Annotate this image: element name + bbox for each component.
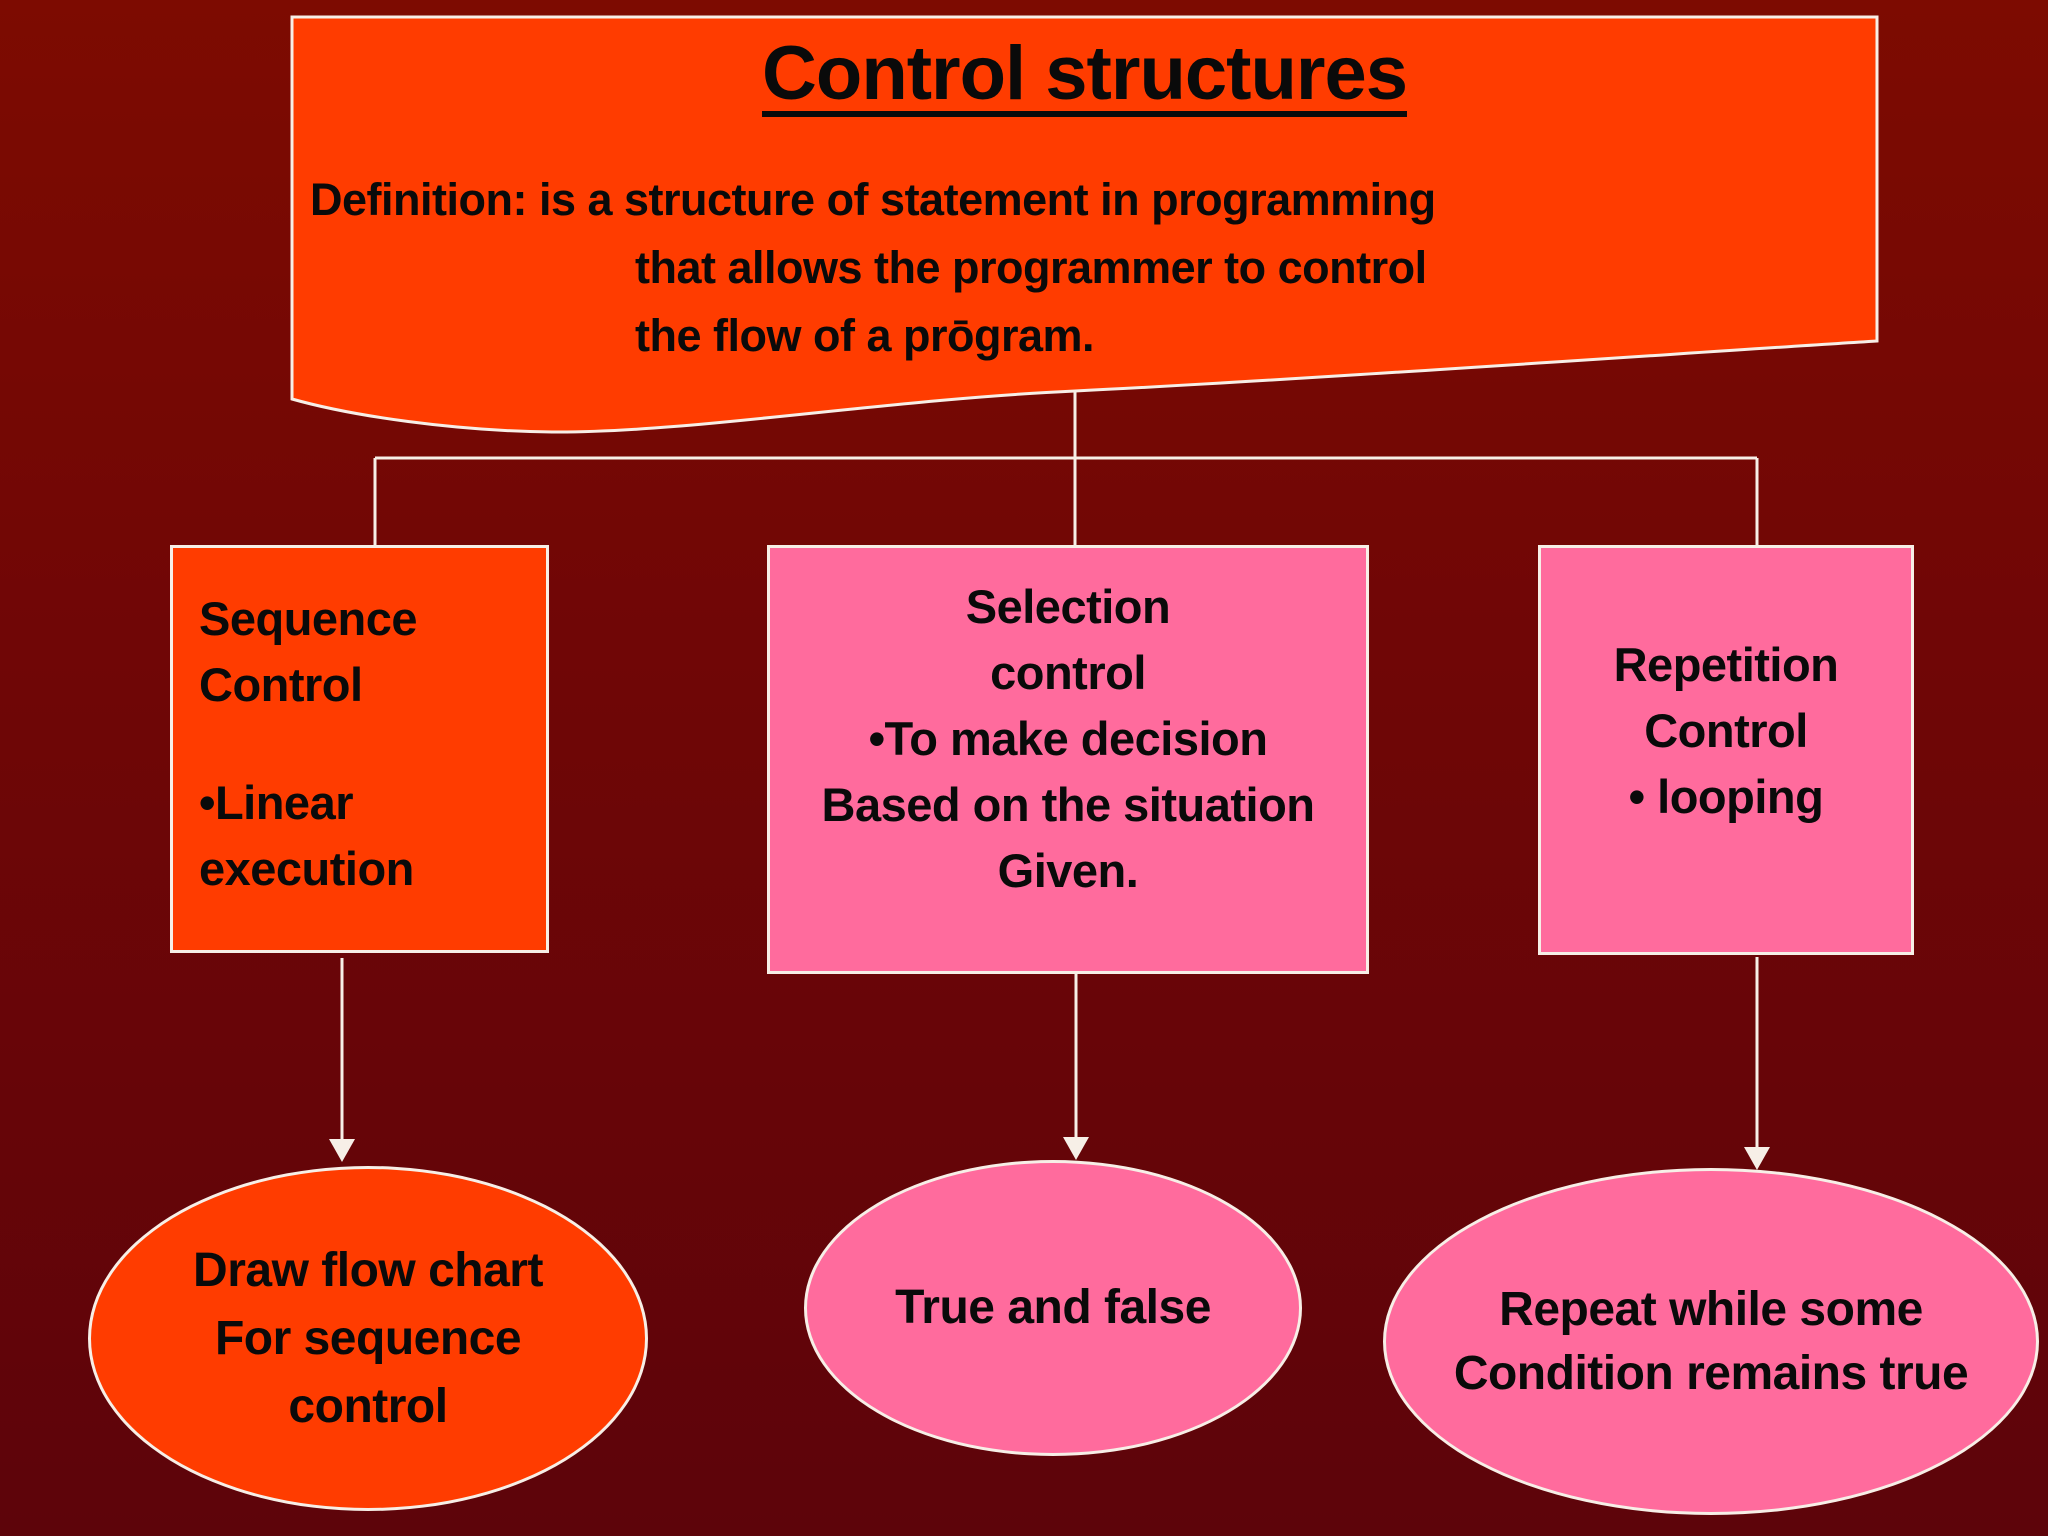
sequence-result-ellipse: Draw flow chart For sequence control: [88, 1166, 648, 1511]
repetition-bullet: • looping: [1628, 770, 1824, 823]
sequence-control-box: Sequence Control •Linear execution: [170, 545, 549, 953]
selection-result-ellipse: True and false: [804, 1160, 1302, 1456]
connector-tree: [340, 390, 1759, 1151]
page-title: Control structures: [762, 31, 1408, 116]
arrowheads: [329, 1137, 1770, 1170]
repetition-heading: Repetition Control: [1613, 638, 1839, 757]
title-wave-box: [290, 15, 1879, 434]
sequence-bullet: •Linear execution: [199, 776, 414, 895]
selection-heading: Selection control: [965, 580, 1171, 699]
selection-result-text: True and false: [895, 1281, 1211, 1334]
selection-control-box: Selection control •To make decision Base…: [767, 545, 1369, 974]
arrowhead-sequence-icon: [329, 1139, 355, 1162]
sequence-heading: Sequence Control: [199, 592, 418, 711]
repetition-control-box: Repetition Control • looping: [1538, 545, 1914, 955]
definition-text: Definition: is a structure of statement …: [310, 174, 1436, 361]
arrowhead-repetition-icon: [1744, 1147, 1770, 1170]
sequence-result-text: Draw flow chart For sequence control: [193, 1243, 543, 1433]
repetition-result-text: Repeat while some Condition remains true: [1453, 1282, 1969, 1400]
arrowhead-selection-icon: [1063, 1137, 1089, 1160]
selection-bullet: •To make decision Based on the situation…: [821, 712, 1316, 897]
repetition-result-ellipse: Repeat while some Condition remains true: [1383, 1168, 2039, 1515]
